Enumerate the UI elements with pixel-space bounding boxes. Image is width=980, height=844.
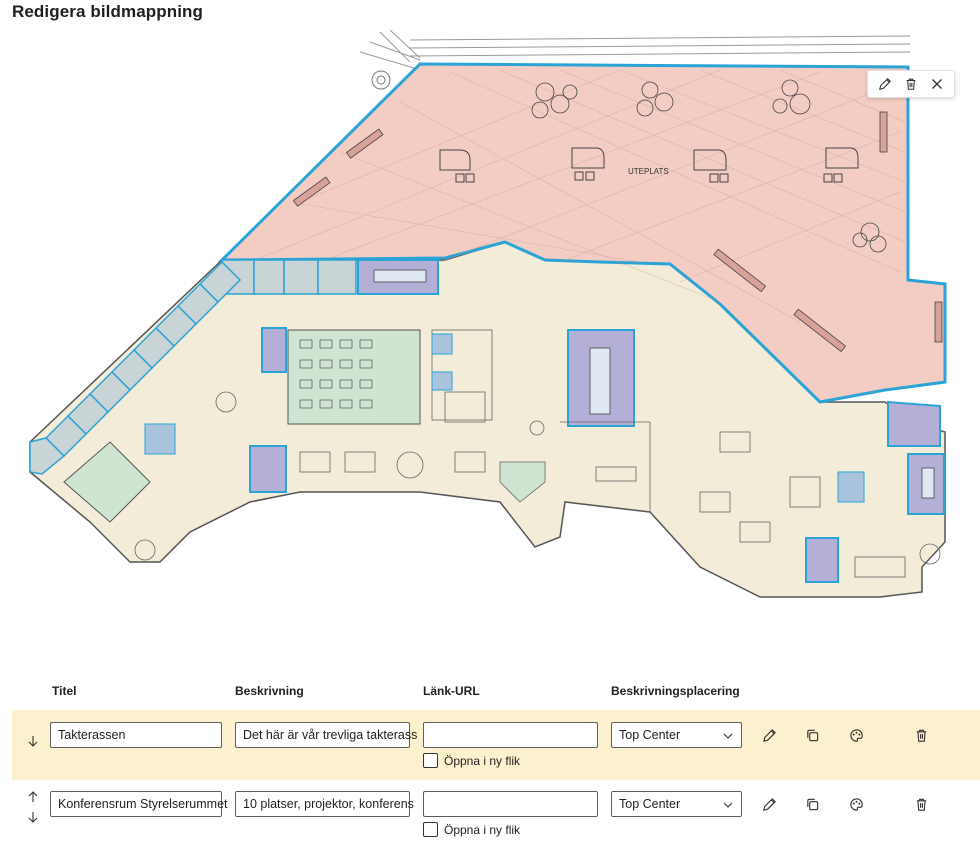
pencil-icon xyxy=(762,728,776,742)
new-tab-checkbox[interactable]: Öppna i ny flik xyxy=(423,822,520,837)
column-header-placement: Beskrivningsplacering xyxy=(611,684,740,698)
close-icon[interactable] xyxy=(927,74,947,94)
palette-icon xyxy=(849,797,863,811)
page-title: Redigera bildmappning xyxy=(12,2,204,21)
move-down-icon[interactable] xyxy=(27,810,39,828)
delete-button[interactable] xyxy=(911,725,931,745)
move-up-icon[interactable] xyxy=(27,790,39,808)
row-reorder xyxy=(26,790,40,828)
chevron-down-icon xyxy=(723,802,733,808)
column-header-description: Beskrivning xyxy=(235,684,304,698)
chevron-down-icon xyxy=(723,733,733,739)
column-header-url: Länk-URL xyxy=(423,684,480,698)
pencil-icon[interactable] xyxy=(875,74,895,94)
checkbox-box[interactable] xyxy=(423,822,438,837)
duplicate-button[interactable] xyxy=(802,794,822,814)
url-input[interactable] xyxy=(423,791,598,817)
trash-icon[interactable] xyxy=(901,74,921,94)
edit-button[interactable] xyxy=(759,794,779,814)
area-toolbar xyxy=(867,70,955,98)
edit-button[interactable] xyxy=(759,725,779,745)
placement-dropdown[interactable]: Top Center xyxy=(611,791,742,817)
new-tab-label: Öppna i ny flik xyxy=(444,753,521,768)
table-row[interactable]: Takterassen Det här är vår trevliga takt… xyxy=(12,710,980,780)
new-tab-checkbox[interactable]: Öppna i ny flik xyxy=(423,753,520,768)
palette-icon xyxy=(849,728,863,742)
style-button[interactable] xyxy=(846,725,866,745)
title-input[interactable]: Takterassen xyxy=(50,722,222,748)
placement-value: Top Center xyxy=(619,728,681,742)
checkbox-box[interactable] xyxy=(423,753,438,768)
column-header-title: Titel xyxy=(52,684,77,698)
trash-icon xyxy=(916,729,926,742)
row-reorder xyxy=(26,726,40,752)
copy-icon xyxy=(806,798,818,810)
delete-button[interactable] xyxy=(911,794,931,814)
placement-value: Top Center xyxy=(619,797,681,811)
description-input[interactable]: Det här är vår trevliga takterass xyxy=(235,722,417,748)
placement-dropdown[interactable]: Top Center xyxy=(611,722,742,748)
copy-icon xyxy=(806,729,818,741)
terrace-label: UTEPLATS xyxy=(628,167,669,176)
pencil-icon xyxy=(762,797,776,811)
table-row[interactable]: Konferensrum Styrelserummet 10 platser, … xyxy=(12,780,980,844)
trash-icon xyxy=(916,798,926,811)
title-input[interactable]: Konferensrum Styrelserummet xyxy=(50,791,228,817)
new-tab-label: Öppna i ny flik xyxy=(444,822,521,837)
description-input[interactable]: 10 platser, projektor, konferens xyxy=(235,791,414,817)
floor-plan-image[interactable]: UTEPLATS xyxy=(0,22,980,598)
duplicate-button[interactable] xyxy=(802,725,822,745)
style-button[interactable] xyxy=(846,794,866,814)
url-input[interactable] xyxy=(423,722,598,748)
move-down-icon[interactable] xyxy=(27,734,39,752)
